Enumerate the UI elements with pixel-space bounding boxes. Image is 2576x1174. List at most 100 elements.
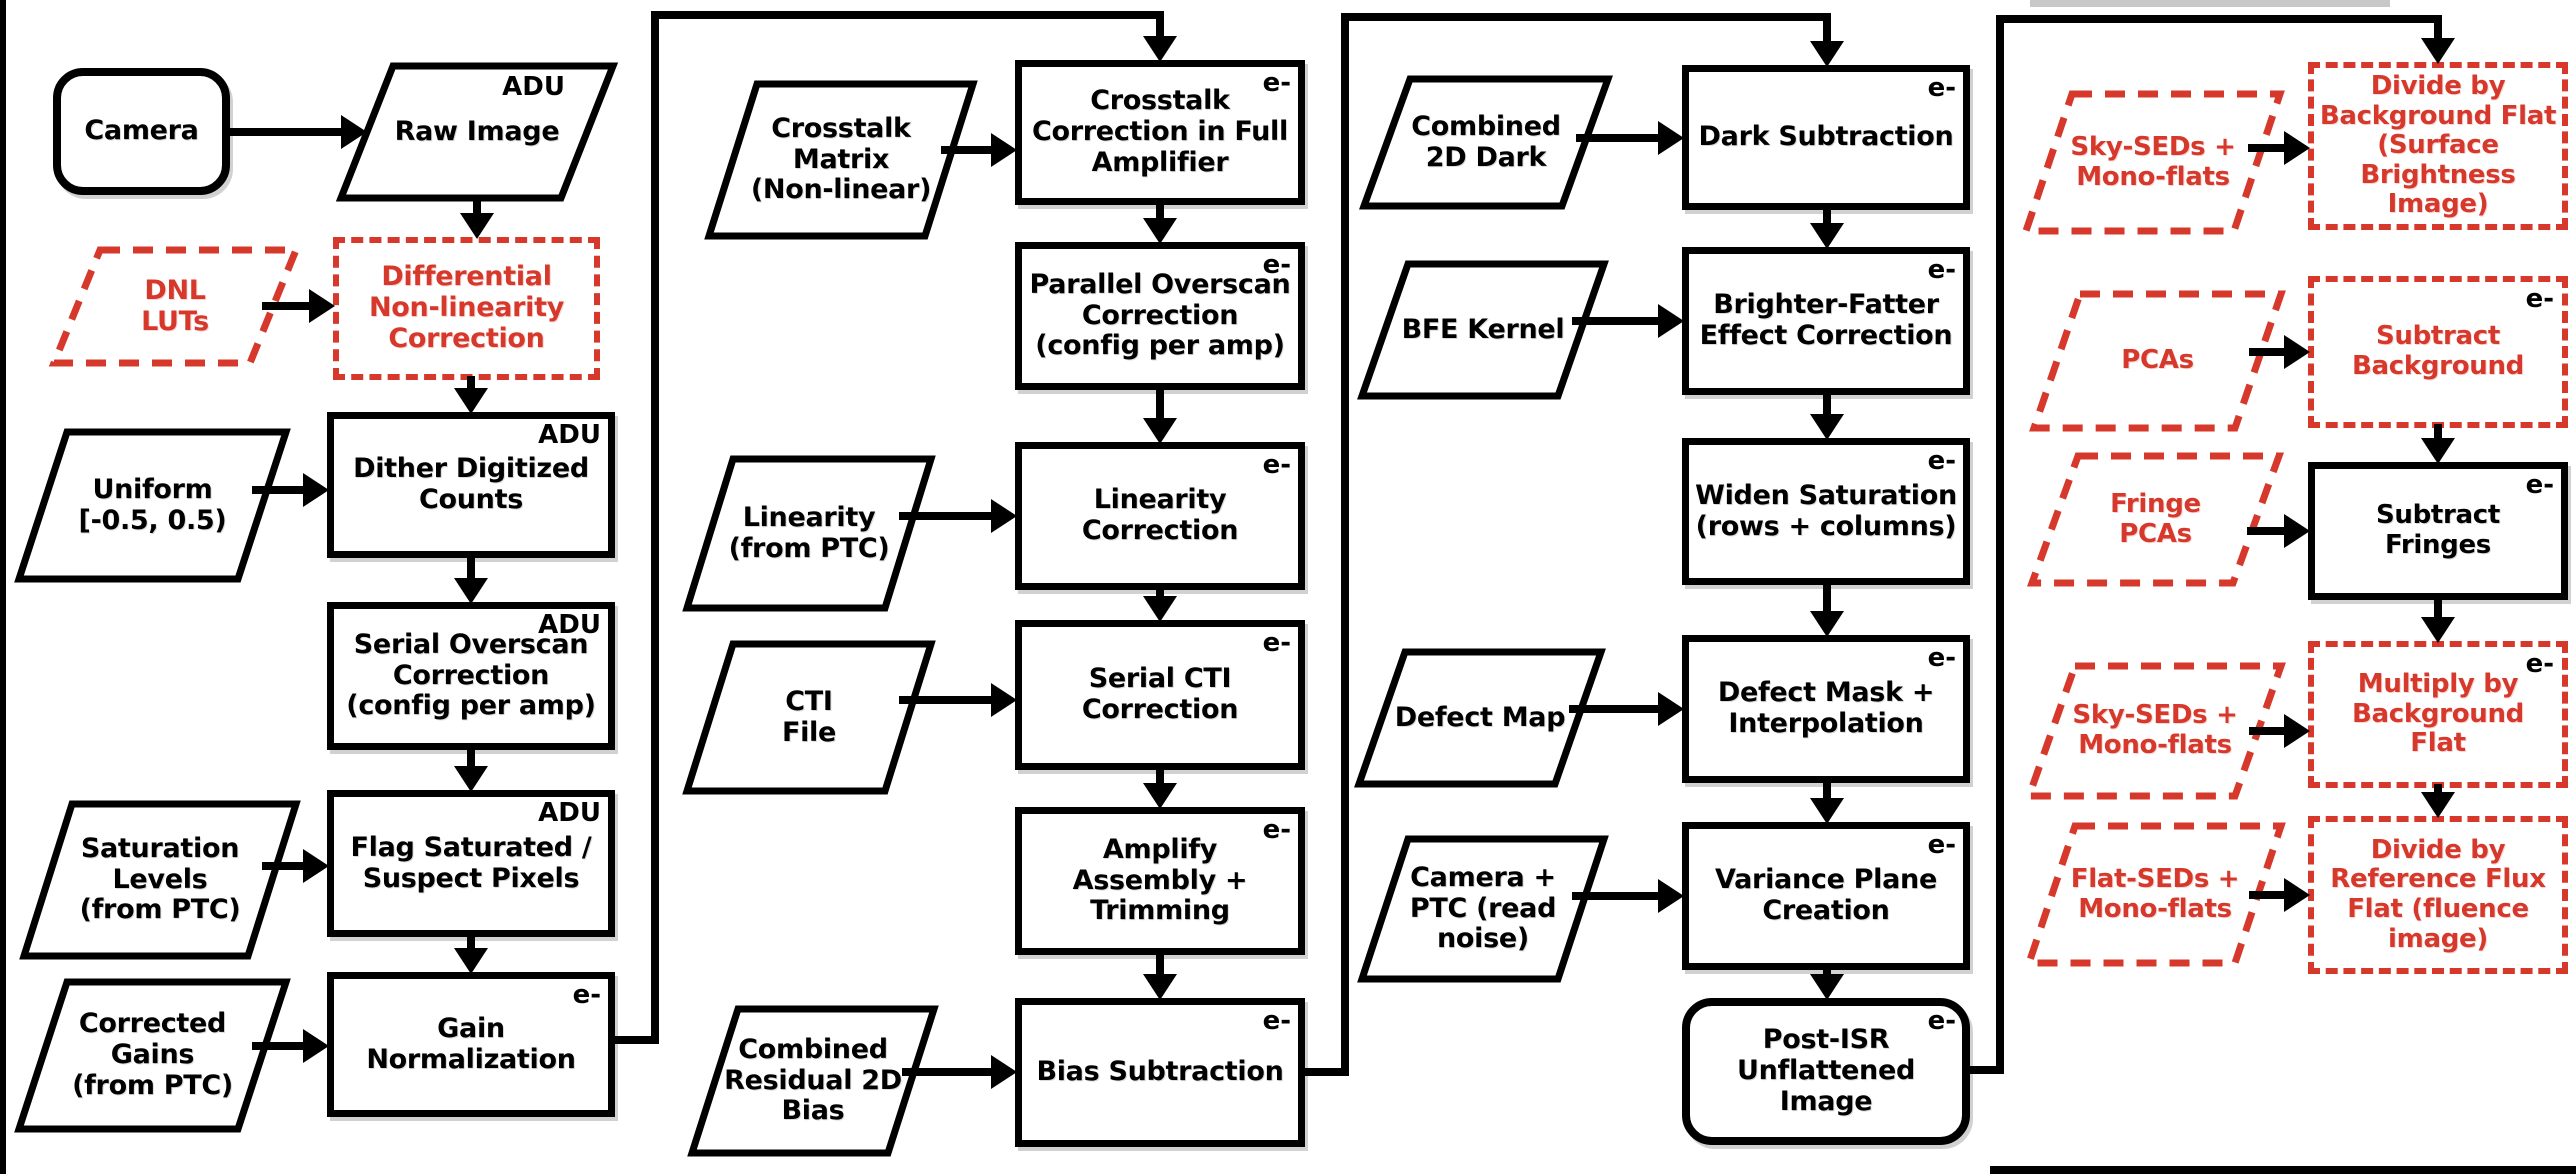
camera-label: Camera [84, 115, 199, 147]
node-defect-map: Defect Map [1354, 648, 1606, 788]
arrow-defect-mask-to-variance-plane-segment-0 [1823, 779, 1831, 806]
bias-subtraction-label: Bias Subtraction [1036, 1056, 1284, 1088]
saturation-levels-label: Saturation Levels (from PTC) [79, 832, 241, 926]
serial-overscan-correction-unit-label: ADU [538, 610, 601, 640]
node-fringe-pcas: Fringe PCAs [2027, 452, 2284, 587]
serial-cti-correction-label: Serial CTI Correction [1081, 663, 1239, 725]
arrow-bfe-kernel-to-bfe-correction-arrowhead [1658, 304, 1684, 338]
cti-file-parallelogram-shape [682, 640, 936, 795]
arrow-dnl-correction-to-dither-segment-0 [467, 376, 475, 396]
arrow-dnl-correction-to-dither-arrowhead [454, 388, 488, 414]
node-camera-ptc-read-noise: Camera + PTC (read noise) [1357, 835, 1609, 983]
pcas-label: PCAs [2121, 345, 2194, 376]
raw-image-parallelogram-shape [335, 62, 619, 202]
elbow-gain-normalization-to-crosstalk-correction-segment-1 [651, 11, 659, 1044]
bfe-kernel-label: BFE Kernel [1401, 313, 1565, 345]
arrow-subtract-background-to-subtract-fringes-segment-0 [2434, 424, 2442, 446]
elbow-post-isr-to-divide-by-background-flat-segment-0 [1966, 1066, 2004, 1074]
combined-residual-2d-bias-parallelogram-shape [687, 1005, 939, 1157]
elbow-post-isr-to-divide-by-background-flat-segment-2 [1996, 15, 2442, 23]
dnl-luts-label: DNL LUTs [141, 274, 209, 337]
saturation-levels-parallelogram-shape [19, 800, 301, 960]
combined-residual-2d-bias-label: Combined Residual 2D Bias [724, 1033, 902, 1127]
subtract-fringes-label: Subtract Fringes [2375, 500, 2501, 560]
arrow-serial-cti-to-amplify-segment-0 [1156, 766, 1164, 791]
node-crosstalk-matrix: Crosstalk Matrix (Non-linear) [704, 80, 978, 240]
defect-map-parallelogram-shape [1354, 648, 1606, 788]
multiply-by-background-flat-shape [2308, 641, 2568, 788]
arrow-subtract-background-to-subtract-fringes-arrowhead [2421, 438, 2455, 464]
flag-saturated-unit-label: ADU [538, 798, 601, 828]
arrow-saturation-levels-to-flag-saturated-arrowhead [303, 849, 329, 883]
dnl-correction-shape [333, 237, 600, 380]
arrow-cti-file-to-serial-cti-segment-0 [899, 696, 999, 704]
widen-saturation-label: Widen Saturation (rows + columns) [1695, 479, 1957, 542]
arrow-corrected-gains-to-gain-normalization-segment-0 [252, 1042, 311, 1050]
arrow-crosstalk-matrix-to-crosstalk-correction-arrowhead [991, 133, 1017, 167]
elbow-bias-subtraction-to-dark-subtraction-segment-0 [1301, 1068, 1349, 1076]
node-widen-saturation: Widen Saturation (rows + columns)e- [1682, 438, 1970, 585]
arrow-linearity-to-linearity-correction-segment-0 [899, 512, 999, 520]
arrow-flat-seds-to-divide-by-reference-arrowhead [2284, 878, 2310, 912]
fringe-pcas-label: Fringe PCAs [2110, 488, 2201, 549]
node-saturation-levels: Saturation Levels (from PTC) [19, 800, 301, 960]
arrow-combined-2d-dark-to-dark-subtraction-arrowhead [1658, 121, 1684, 155]
elbow-post-isr-to-divide-by-background-flat-arrowhead [2421, 38, 2455, 64]
node-divide-by-background-flat: Divide by Background Flat (Surface Brigh… [2308, 62, 2568, 230]
node-combined-2d-dark: Combined 2D Dark [1359, 75, 1613, 210]
arrow-flag-saturated-to-gain-normalization-arrowhead [454, 948, 488, 974]
camera-ptc-read-noise-parallelogram-shape [1357, 835, 1609, 983]
arrow-combined-2d-dark-to-dark-subtraction-segment-0 [1576, 134, 1666, 142]
arrow-defect-map-to-defect-mask-segment-0 [1569, 705, 1666, 713]
post-isr-unflattened-image-label: Post-ISR Unflattened Image [1736, 1024, 1916, 1117]
arrow-camera-to-raw-image-arrowhead [341, 115, 367, 149]
arrow-dnl-luts-to-dnl-correction-segment-0 [262, 302, 317, 310]
elbow-gain-normalization-to-crosstalk-correction-segment-2 [651, 11, 1164, 19]
arrow-subtract-fringes-to-multiply-segment-0 [2434, 596, 2442, 625]
post-isr-unflattened-image-shape [1682, 998, 1970, 1145]
arrow-subtract-fringes-to-multiply-arrowhead [2421, 617, 2455, 643]
arrow-linearity-to-linearity-correction-arrowhead [991, 499, 1017, 533]
gain-normalization-label: Gain Normalization [366, 1012, 576, 1075]
amplify-assembly-label: Amplify Assembly + Trimming [1072, 833, 1248, 927]
brighter-fatter-correction-unit-label: e- [1927, 255, 1956, 285]
node-sky-seds-mono-flats-1: Sky-SEDs + Mono-flats [2021, 90, 2285, 235]
corrected-gains-label: Corrected Gains (from PTC) [72, 1008, 233, 1101]
post-isr-unflattened-image-unit-label: e- [1927, 1006, 1956, 1036]
divide-by-background-flat-shape [2308, 62, 2568, 230]
arrow-linearity-correction-to-serial-cti-arrowhead [1143, 596, 1177, 622]
cti-file-label: CTI File [781, 685, 837, 748]
multiply-by-background-flat-unit-label: e- [2525, 649, 2554, 679]
dnl-luts-parallelogram-shape [48, 246, 302, 367]
arrow-combined-residual-to-bias-subtraction-arrowhead [991, 1055, 1017, 1089]
variance-plane-creation-unit-label: e- [1927, 830, 1956, 860]
arrow-widen-saturation-to-defect-mask-arrowhead [1810, 611, 1844, 637]
uniform-label: Uniform [-0.5, 0.5) [78, 473, 227, 536]
arrow-uniform-to-dither-arrowhead [303, 473, 329, 507]
divide-by-background-flat-label: Divide by Background Flat (Surface Brigh… [2319, 70, 2557, 220]
node-linearity-input: Linearity (from PTC) [682, 455, 936, 612]
combined-2d-dark-parallelogram-shape [1359, 75, 1613, 210]
arrow-bfe-correction-to-widen-saturation-arrowhead [1810, 414, 1844, 440]
arrow-fringe-pcas-to-subtract-fringes-arrowhead [2284, 514, 2310, 548]
arrow-bfe-kernel-to-bfe-correction-segment-0 [1572, 317, 1666, 325]
flat-seds-mono-flats-parallelogram-shape [2024, 822, 2286, 967]
arrow-pcas-to-subtract-background-arrowhead [2284, 335, 2310, 369]
elbow-gain-normalization-to-crosstalk-correction-segment-3 [1156, 11, 1164, 44]
node-bfe-kernel: BFE Kernel [1357, 260, 1609, 400]
dither-digitized-counts-label: Dither Digitized Counts [353, 453, 589, 515]
linearity-input-label: Linearity (from PTC) [728, 501, 890, 564]
widen-saturation-unit-label: e- [1927, 446, 1956, 476]
serial-overscan-correction-label: Serial Overscan Correction (config per a… [346, 628, 596, 722]
elbow-post-isr-to-divide-by-background-flat-segment-3 [2434, 15, 2442, 46]
node-pcas: PCAs [2029, 290, 2286, 432]
variance-plane-creation-label: Variance Plane Creation [1715, 864, 1937, 926]
arrow-parallel-overscan-to-linearity-correction-arrowhead [1143, 418, 1177, 444]
